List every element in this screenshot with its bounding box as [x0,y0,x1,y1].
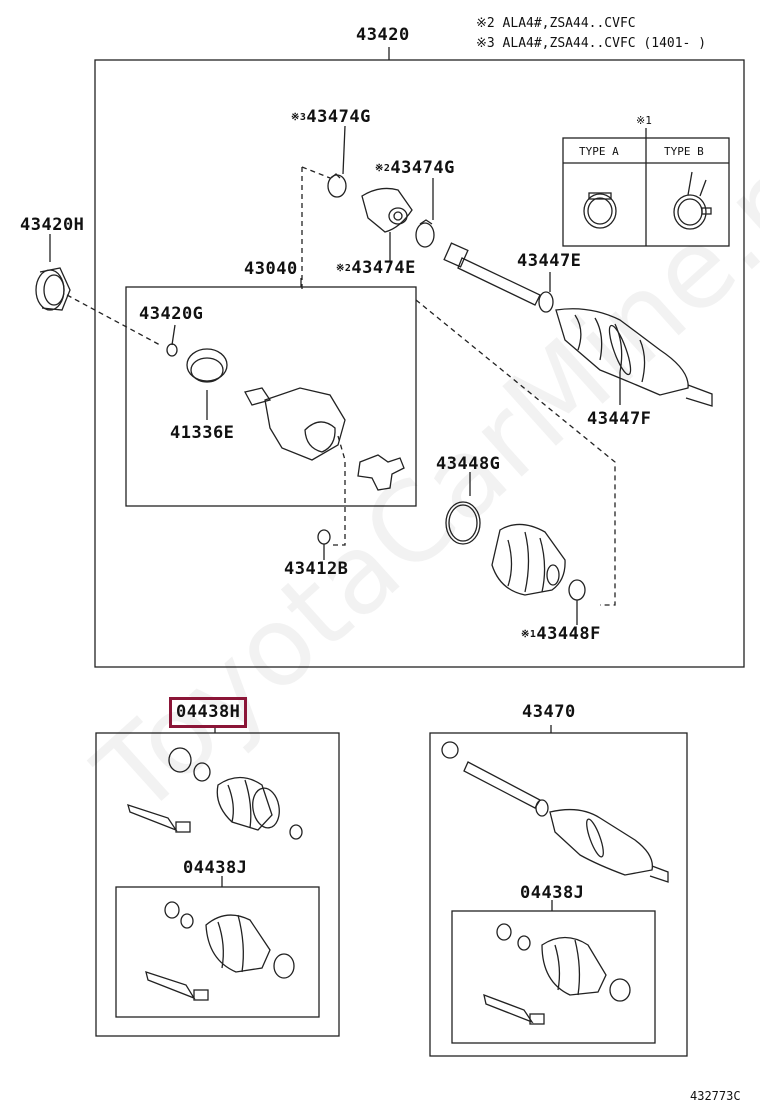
part-43412B-snapring [317,529,331,560]
diagram-code: 432773C [690,1089,741,1103]
part-41336E-ring [186,348,228,420]
type-table-marker: ※1 [636,114,652,127]
mark-2: ※2 [336,263,352,274]
note-3: ※3 ALA4#,ZSA44..CVFC (1401- ) [476,36,707,51]
part-label-43448F[interactable]: ※143448F [521,624,601,644]
part-tripod [357,454,405,491]
part-label-43474G-lower[interactable]: ※243474G [375,158,455,178]
part-label-43420[interactable]: 43420 [356,25,410,45]
part-43448G-clamp [445,472,481,545]
part-label-04438J-right[interactable]: 04438J [520,883,585,903]
part-outboard-housing [244,387,346,461]
part-43420G-snapring [166,324,178,357]
part-04438J-right-components [483,923,631,1025]
frame-04438J-right [451,910,656,1044]
part-label-43420G[interactable]: 43420G [139,304,204,324]
part-label-04438H-highlighted[interactable]: 04438H [168,697,248,728]
part-label-43448G[interactable]: 43448G [436,454,501,474]
part-label-43420H[interactable]: 43420H [20,215,85,235]
part-43470-shaft [441,741,669,883]
type-table [562,128,730,247]
mark-1: ※1 [521,629,537,640]
part-43448F-clamp [568,579,586,625]
frame-43470 [429,732,688,1057]
type-b-label: TYPE B [664,145,704,158]
note-2: ※2 ALA4#,ZSA44..CVFC [476,16,636,31]
type-a-label: TYPE A [579,145,619,158]
mark-2: ※2 [375,163,391,174]
part-43474G-clamp-upper [327,125,347,198]
part-04438H-components [127,747,303,840]
frame-43040 [125,286,417,507]
part-label-43040[interactable]: 43040 [244,259,298,279]
part-04438J-left-components [145,901,295,1001]
part-43474E-damper [361,187,413,262]
part-drive-shaft [443,242,713,407]
part-inner-boot [491,523,566,596]
part-43474G-clamp-lower [415,178,435,248]
frame-43420 [94,59,745,668]
part-label-43474G-upper[interactable]: ※343474G [291,107,371,127]
part-label-04438J-left[interactable]: 04438J [183,858,248,878]
part-43420H-seal [35,234,71,311]
part-label-43447E[interactable]: 43447E [517,251,582,271]
part-label-43412B[interactable]: 43412B [284,559,349,579]
part-label-43474E[interactable]: ※243474E [336,258,416,278]
mark-3: ※3 [291,112,307,123]
part-label-43447F[interactable]: 43447F [587,409,652,429]
frame-04438H [95,732,340,1037]
part-label-43470[interactable]: 43470 [522,702,576,722]
part-label-41336E[interactable]: 41336E [170,423,235,443]
frame-04438J-left [115,886,320,1018]
